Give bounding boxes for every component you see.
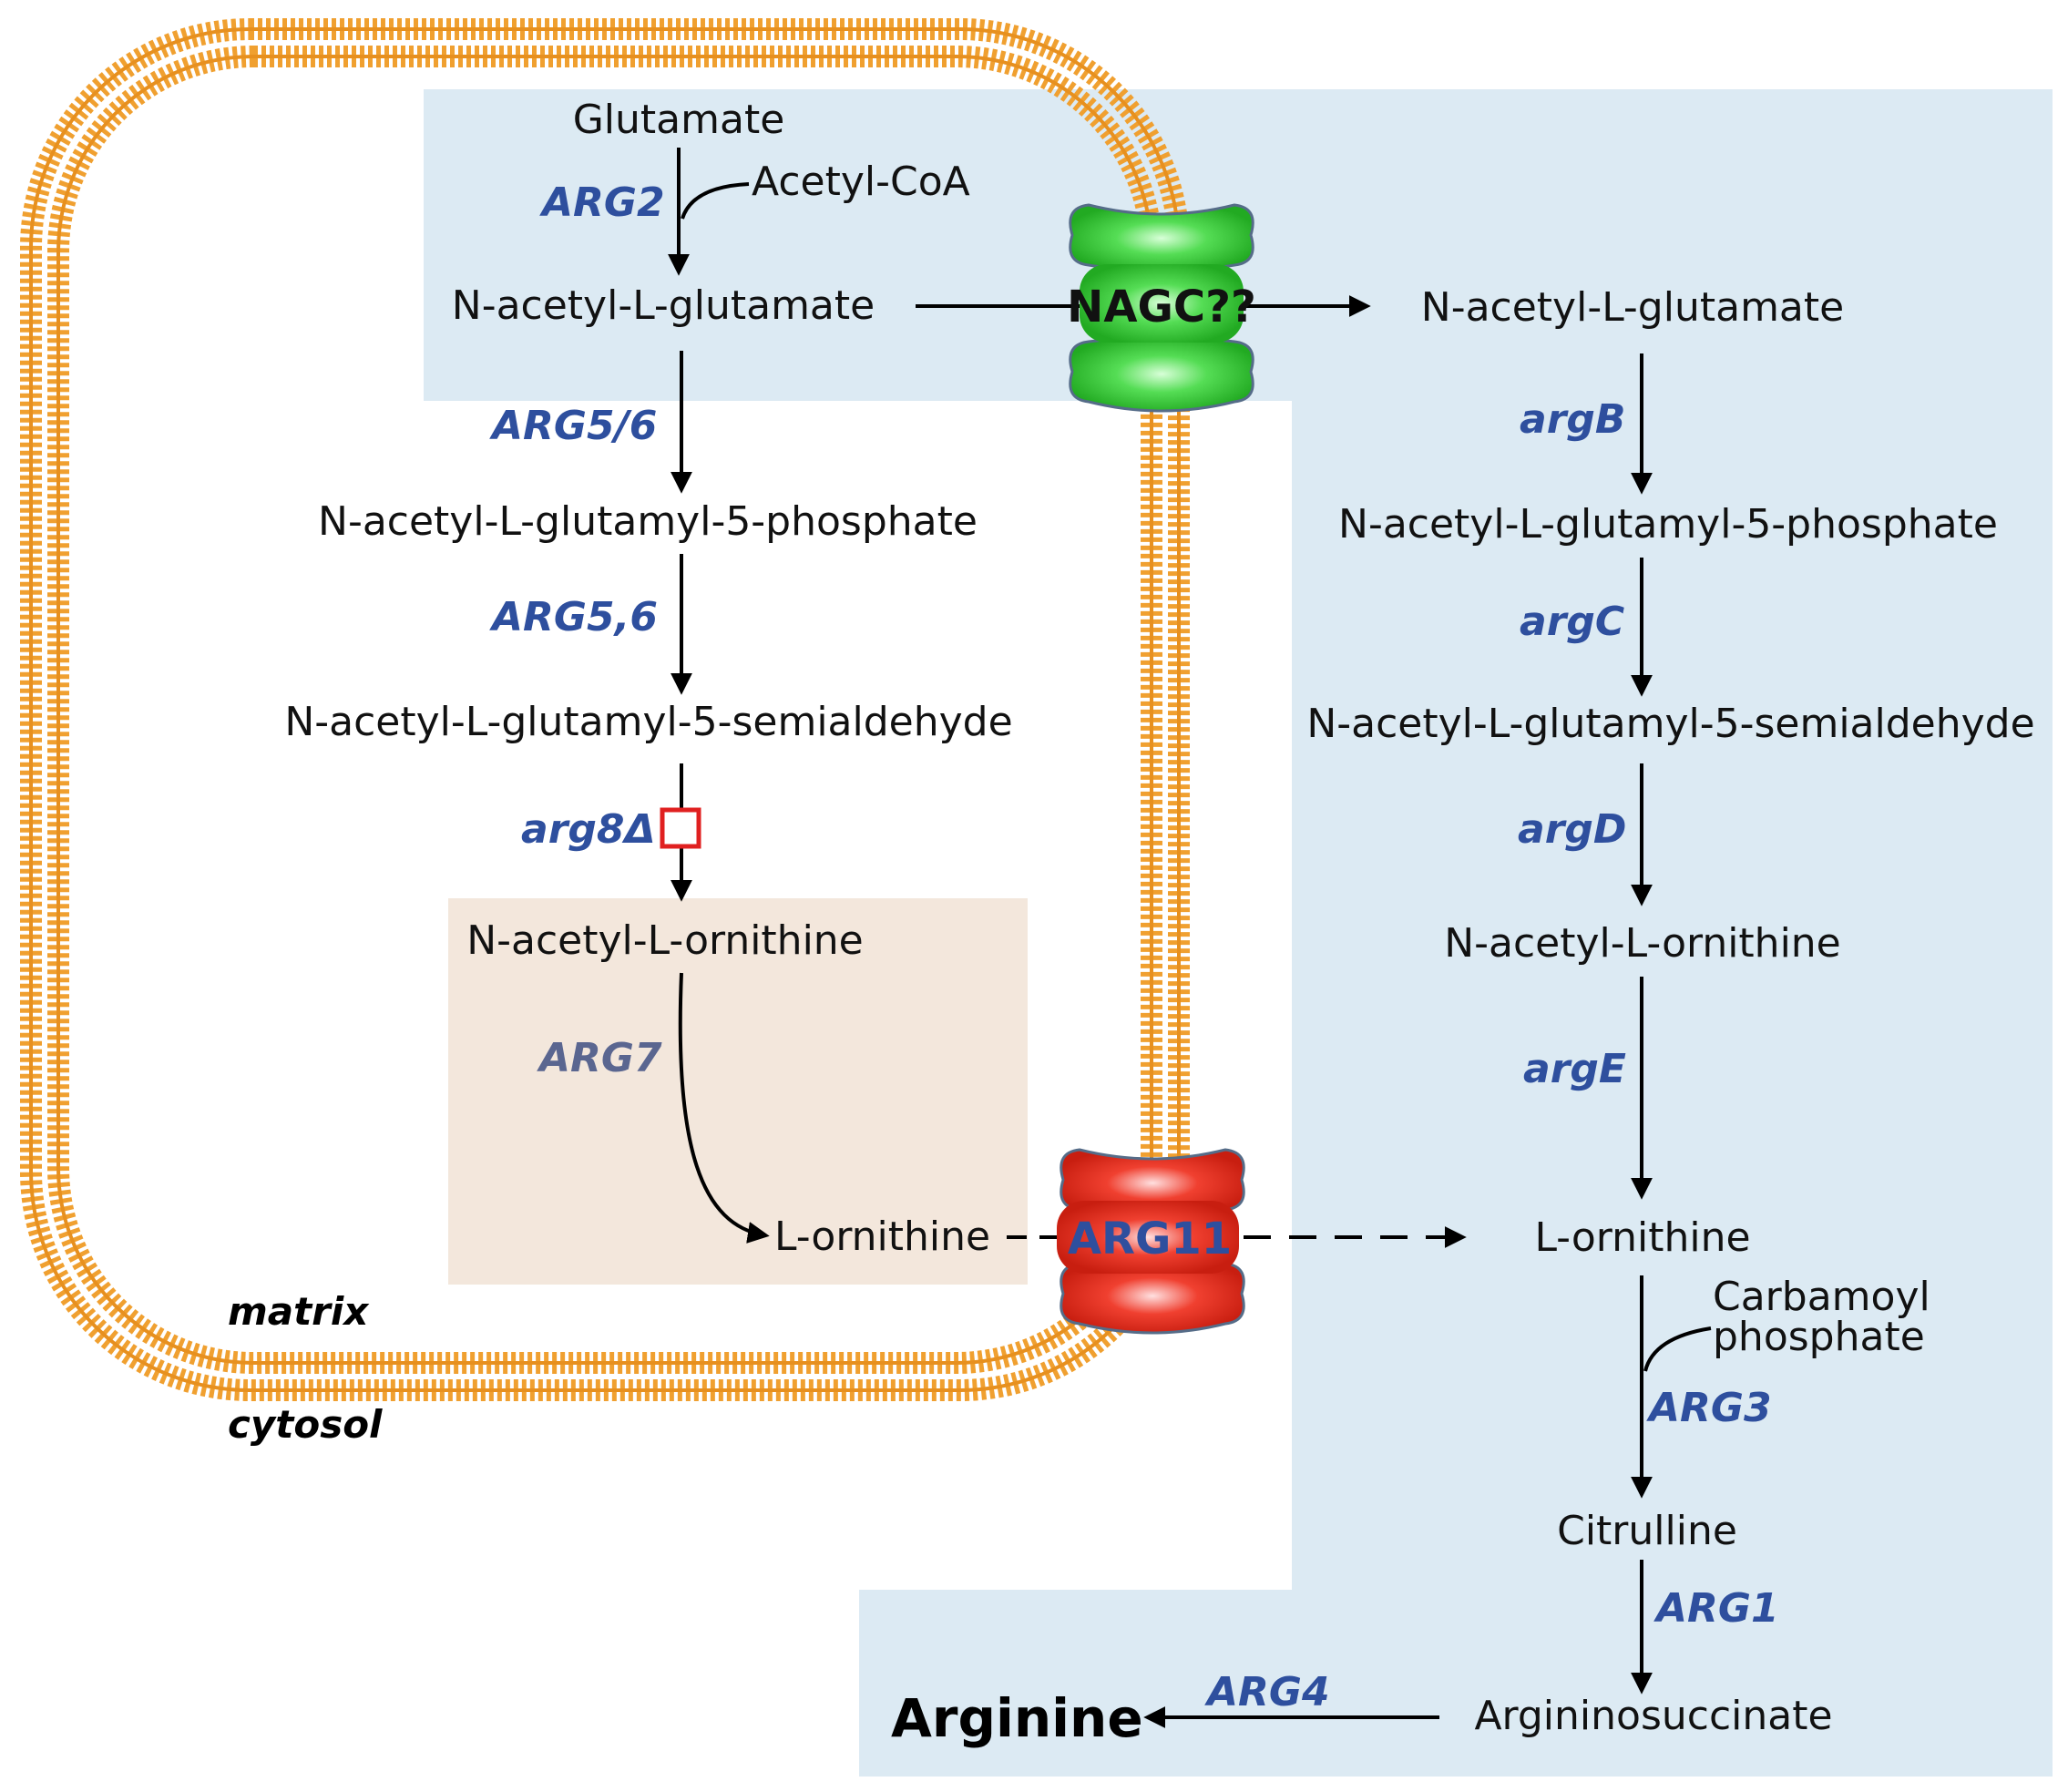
cyto-nao: N-acetyl-L-ornithine xyxy=(1444,920,1841,967)
mitochondrial-membrane xyxy=(20,18,1190,1401)
mito-ornithine: L-ornithine xyxy=(774,1213,990,1260)
enzyme-argD: argD xyxy=(1518,806,1626,853)
mito-acetyl-coa: Acetyl-CoA xyxy=(752,159,970,205)
nagc-transporter: NAGC?? xyxy=(1067,203,1256,413)
arrow-nao-to-orn xyxy=(678,972,770,1244)
enzyme-arg56-slash: ARG5/6 xyxy=(489,403,657,449)
enzyme-arg4: ARG4 xyxy=(1204,1669,1330,1715)
cyto-nagp: N-acetyl-L-glutamyl-5-phosphate xyxy=(1338,501,1998,548)
mito-nagp: N-acetyl-L-glutamyl-5-phosphate xyxy=(318,498,978,545)
enzyme-arg1: ARG1 xyxy=(1653,1585,1779,1632)
enzyme-arg8-deletion: arg8Δ xyxy=(521,806,656,853)
cyto-ornithine: L-ornithine xyxy=(1534,1214,1750,1261)
mito-glutamate: Glutamate xyxy=(573,97,785,143)
matrix-ornithine-box xyxy=(448,898,1028,1285)
acetyl-coa-join xyxy=(681,182,750,220)
cyto-nag: N-acetyl-L-glutamate xyxy=(1421,284,1844,331)
carbamoyl-line2: phosphate xyxy=(1713,1314,1925,1360)
nagc-label: NAGC?? xyxy=(1067,282,1256,333)
enzyme-argC: argC xyxy=(1520,599,1624,645)
enzyme-argE: argE xyxy=(1523,1046,1626,1092)
mito-nao: N-acetyl-L-ornithine xyxy=(466,917,864,964)
enzyme-arg7: ARG7 xyxy=(537,1035,662,1081)
enzyme-arg3: ARG3 xyxy=(1646,1385,1772,1431)
cyto-argininosuccinate: Argininosuccinate xyxy=(1474,1693,1832,1739)
enzyme-arg2: ARG2 xyxy=(539,179,665,226)
carbamoyl-line1: Carbamoyl xyxy=(1713,1274,1930,1320)
label-matrix: matrix xyxy=(228,1289,370,1334)
cyto-nags: N-acetyl-L-glutamyl-5-semialdehyde xyxy=(1306,701,2034,747)
mito-nag: N-acetyl-L-glutamate xyxy=(452,282,875,329)
arg11-label: ARG11 xyxy=(1068,1213,1232,1265)
cyto-arginine: Arginine xyxy=(891,1687,1143,1749)
carbamoyl-join xyxy=(1643,1326,1712,1372)
label-cytosol: cytosol xyxy=(228,1402,383,1447)
enzyme-arg56-comma: ARG5,6 xyxy=(489,594,658,640)
cytosol-background xyxy=(424,89,2053,1777)
enzyme-argB: argB xyxy=(1520,396,1625,443)
arg11-transporter: ARG11 xyxy=(1057,1148,1245,1335)
cyto-citrulline: Citrulline xyxy=(1557,1508,1737,1554)
mito-nags: N-acetyl-L-glutamyl-5-semialdehyde xyxy=(284,699,1012,745)
deletion-box xyxy=(660,807,701,849)
